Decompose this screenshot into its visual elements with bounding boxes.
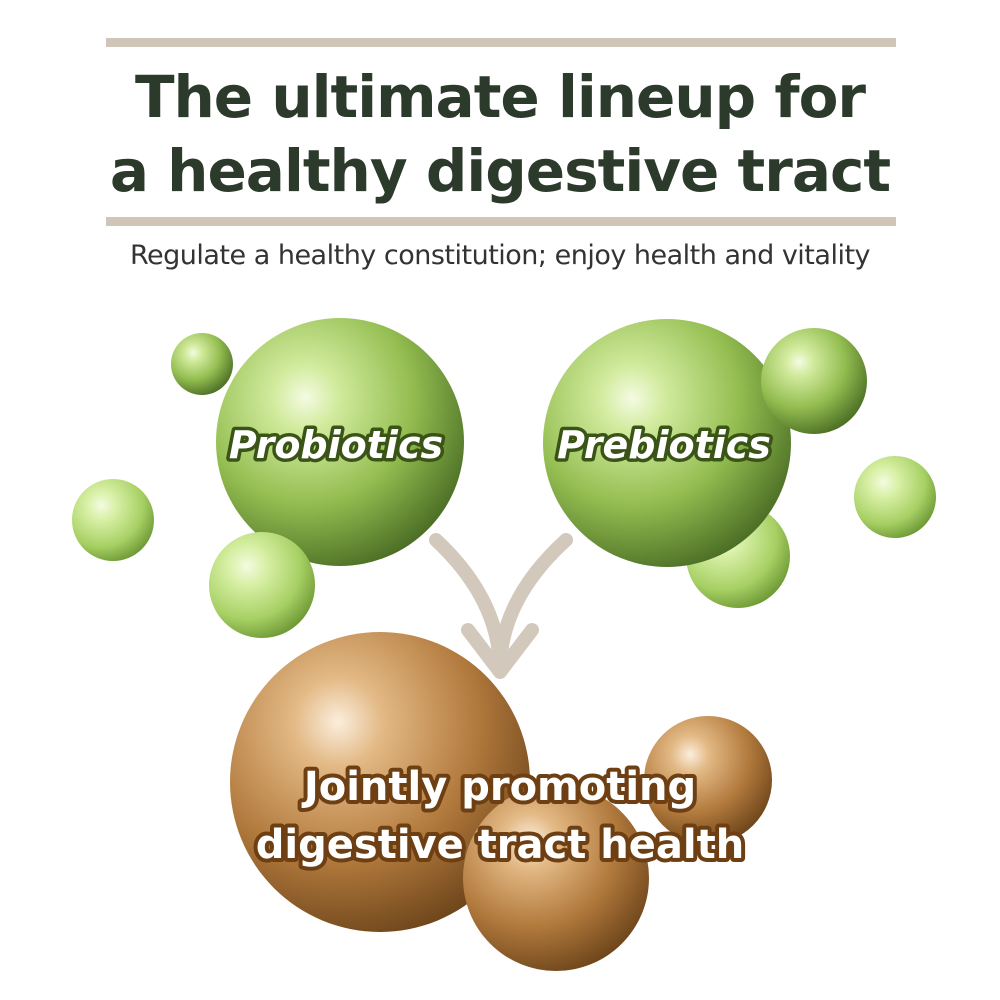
probiotics-bubble — [216, 318, 464, 566]
title-line-1: The ultimate lineup for — [134, 63, 866, 131]
title-bottom-rule — [106, 217, 896, 226]
title-top-rule — [106, 38, 896, 47]
probiotics-label: Probiotics — [229, 423, 443, 467]
small-green-bubble-bottom-left — [209, 532, 315, 638]
small-green-bubble-right — [854, 456, 936, 538]
page-subtitle: Regulate a healthy constitution; enjoy h… — [129, 240, 871, 271]
page-title: The ultimate lineup for a healthy digest… — [0, 60, 1000, 208]
large-brown-bubble — [230, 632, 530, 932]
prebiotics-label: Prebiotics — [557, 423, 771, 467]
result-label-line-2: digestive tract health — [256, 822, 744, 868]
small-green-bubble-left — [72, 479, 154, 561]
medium-brown-bubble-bottom — [463, 785, 649, 971]
small-green-bubble-top-right — [761, 328, 867, 434]
result-label-line-1: Jointly promoting — [301, 764, 696, 810]
prebiotics-bubble — [543, 319, 791, 567]
small-brown-bubble-right — [644, 716, 772, 844]
merge-arrow — [429, 533, 573, 679]
title-line-2: a healthy digestive tract — [109, 137, 891, 205]
small-green-bubble-top-left — [171, 333, 233, 395]
